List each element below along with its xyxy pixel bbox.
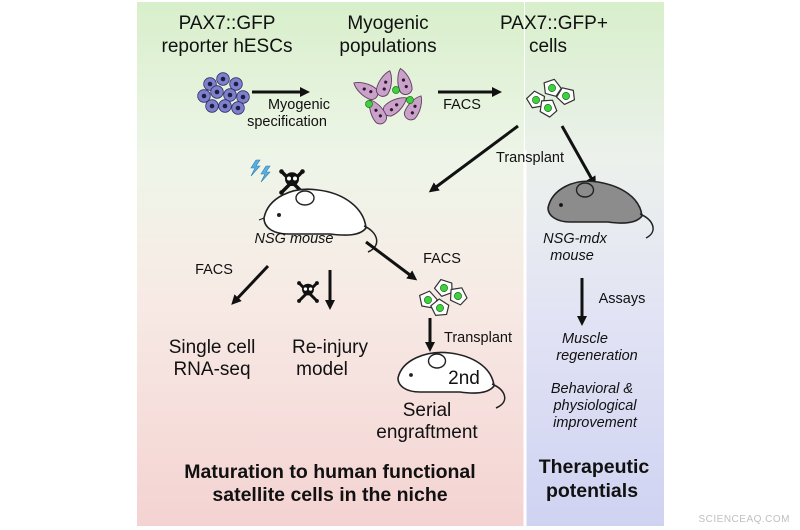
myogenic-cell-population-icon [350, 66, 428, 127]
behav-line-1: Behavioral & [551, 381, 633, 397]
label-nsg-mdx-2: mouse [550, 248, 594, 264]
nsg-mouse-icon [258, 188, 378, 253]
label-facs-top: FACS [443, 97, 481, 113]
serial-line-2: engraftment [376, 422, 478, 443]
gfp-cells-title-1: PAX7::GFP+ [500, 13, 608, 34]
watermark: SCIENCEAQ.COM [698, 514, 790, 525]
label-facs-left: FACS [195, 262, 233, 278]
label-facs-right: FACS [423, 251, 461, 267]
label-2nd: 2nd [448, 368, 480, 389]
label-transplant: Transplant [496, 150, 564, 166]
label-nsg-mdx-1: NSG-mdx [543, 231, 607, 247]
myogenic-title-2: populations [339, 36, 436, 57]
left-panel [137, 2, 524, 526]
reporter-title-2: reporter hESCs [162, 36, 293, 57]
label-assays: Assays [599, 291, 646, 307]
serial-line-1: Serial [403, 400, 452, 421]
single-cell-line-2: RNA-seq [173, 359, 250, 380]
label-myogenic-specification-2: specification [247, 114, 327, 130]
nsg-mdx-mouse-icon [547, 180, 654, 239]
left-footer-line-2: satellite cells in the niche [212, 484, 447, 506]
left-footer-line-1: Maturation to human functional [184, 461, 475, 483]
behav-line-3: improvement [553, 415, 638, 431]
reporter-title-1: PAX7::GFP [179, 13, 276, 34]
arrow-transplant-right [560, 125, 596, 187]
label-nsg-mouse: NSG mouse [255, 231, 334, 247]
arrow-facs-right [365, 240, 418, 281]
secondary-mouse-icon [397, 351, 506, 409]
muscle-line-2: regeneration [556, 348, 637, 364]
muscle-line-1: Muscle [562, 331, 608, 347]
label-myogenic-specification-1: Myogenic [268, 97, 330, 113]
myogenic-title-1: Myogenic [347, 13, 428, 34]
arrow-facs-left [231, 264, 270, 305]
right-footer-line-2: potentials [546, 480, 638, 502]
reinjury-line-2: model [296, 359, 348, 380]
label-transplant-2: Transplant [444, 330, 512, 346]
arrow-transplant-left [428, 124, 519, 193]
single-cell-line-1: Single cell [169, 337, 256, 358]
reinjury-line-1: Re-injury [292, 337, 369, 358]
gfp-cells-title-2: cells [529, 36, 567, 57]
right-panel [525, 2, 664, 526]
right-footer-line-1: Therapeutic [539, 456, 650, 478]
behav-line-2: physiological [552, 398, 637, 414]
